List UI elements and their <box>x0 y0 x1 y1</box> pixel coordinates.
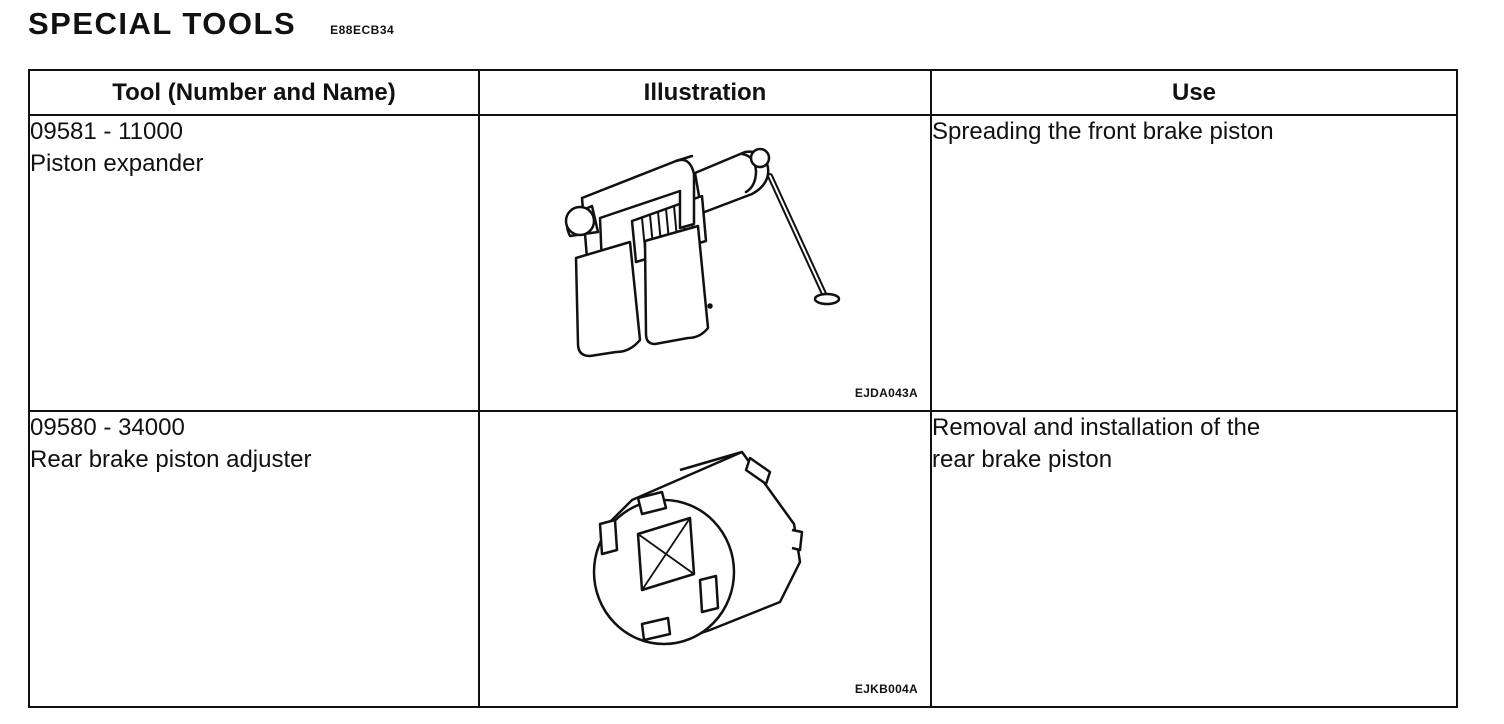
tool-number: 09580 - 34000 <box>30 414 185 441</box>
use-text: Removal and installation of the <box>932 414 1261 441</box>
piston-adjuster-icon <box>592 450 804 646</box>
column-header-use: Use <box>930 69 1458 116</box>
tool-name: Rear brake piston adjuster <box>30 446 312 473</box>
page-header: SPECIAL TOOLS E88ECB34 <box>28 6 394 46</box>
page-title: SPECIAL TOOLS <box>28 6 297 41</box>
section-code: E88ECB34 <box>330 23 395 37</box>
illustration-cell: EJDA043A <box>478 114 932 412</box>
use-cell: Removal and installation of the rear bra… <box>930 410 1458 708</box>
tool-number: 09581 - 11000 <box>30 118 184 145</box>
illustration-cell: EJKB004A <box>478 410 932 708</box>
figure-code: EJKB004A <box>854 682 918 696</box>
use-text: Spreading the front brake piston <box>932 118 1274 145</box>
table-row: 09581 - 11000 Piston expander <box>28 114 1458 412</box>
tool-cell: 09581 - 11000 Piston expander <box>28 114 480 412</box>
figure-code: EJDA043A <box>854 386 918 400</box>
table-header-row: Tool (Number and Name) Illustration Use <box>28 69 1458 116</box>
column-header-tool: Tool (Number and Name) <box>28 69 480 116</box>
piston-expander-icon <box>564 147 841 358</box>
table-row: 09580 - 34000 Rear brake piston adjuster <box>28 410 1458 708</box>
column-header-illustration: Illustration <box>478 69 932 116</box>
use-text: rear brake piston <box>932 446 1113 473</box>
tool-cell: 09580 - 34000 Rear brake piston adjuster <box>28 410 480 708</box>
tool-name: Piston expander <box>30 150 204 177</box>
special-tools-table: Tool (Number and Name) Illustration Use … <box>28 69 1458 708</box>
use-cell: Spreading the front brake piston <box>930 114 1458 412</box>
